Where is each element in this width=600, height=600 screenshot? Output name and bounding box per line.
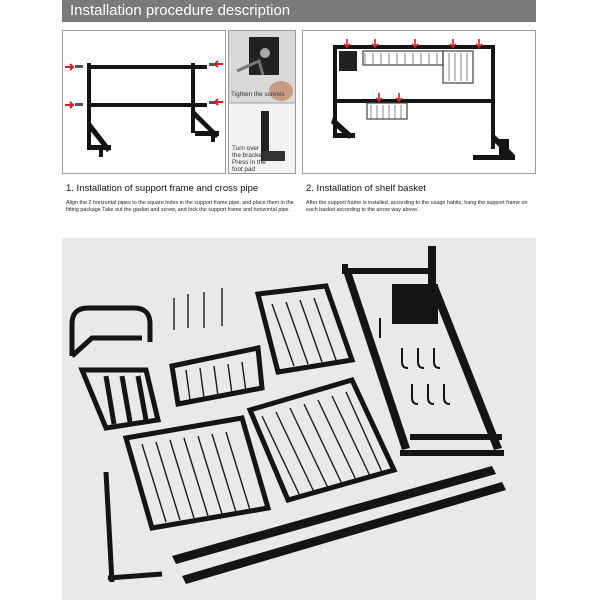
disassembled-parts-illustration (69, 246, 506, 584)
turn-over-note-line2: the bracket (232, 152, 264, 159)
parts-photo (62, 238, 536, 600)
step1-title: 1. Installation of support frame and cro… (66, 183, 259, 194)
header-bar: Installation procedure description (62, 0, 536, 22)
support-frame-illustration (65, 60, 223, 157)
closeup-panel: Tighten the screws Turn over the bracket… (228, 30, 296, 174)
turn-over-note-line1: Turn over (232, 145, 260, 152)
press-note-line2: foot pad (232, 166, 256, 173)
step2-description: After the support frame is installed, ac… (306, 200, 528, 214)
page-title: Installation procedure description (70, 2, 291, 19)
step1-description: Align the 2 horizontal pipes to the squa… (66, 200, 294, 214)
shelf-basket-panel (302, 30, 536, 174)
assembled-rack-illustration (331, 39, 515, 160)
step2-title: 2. Installation of shelf basket (306, 183, 426, 194)
closeup-illustration (229, 31, 295, 173)
support-frame-panel (62, 30, 226, 174)
press-note-line1: Press in the (232, 159, 266, 166)
tighten-screws-note: Tighten the screws (231, 91, 285, 98)
